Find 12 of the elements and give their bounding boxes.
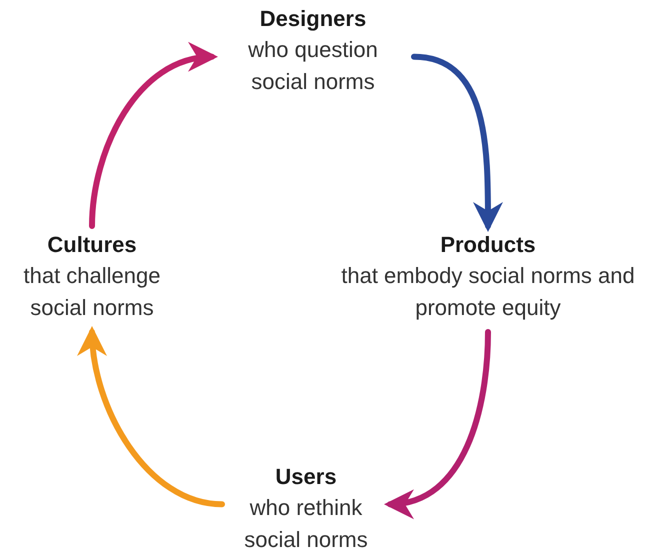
node-title: Products	[440, 231, 536, 259]
node-title: Cultures	[47, 231, 137, 259]
node-title: Users	[275, 463, 337, 491]
curved-arrow	[384, 329, 491, 517]
curved-arrow	[89, 44, 218, 229]
node-description: who rethink social norms	[243, 494, 369, 554]
node-title: Designers	[260, 5, 366, 33]
node-description: that embody social norms and promote equity	[340, 262, 636, 322]
node-description: who question social norms	[247, 36, 379, 96]
node-description: that challenge social norms	[22, 262, 162, 322]
curved-arrow	[411, 54, 503, 232]
curved-arrow	[78, 326, 225, 508]
